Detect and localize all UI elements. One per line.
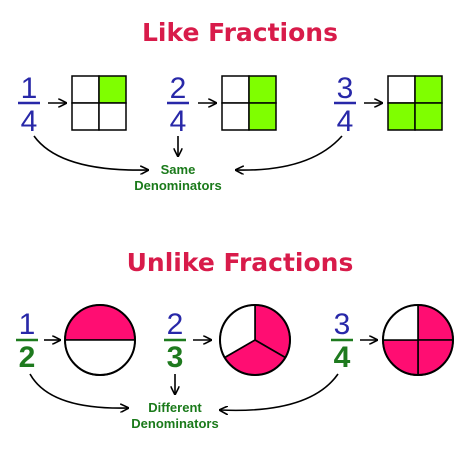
like-left-curved-arrow: [33, 135, 148, 170]
unlike-fraction-1-circle-model: [64, 304, 136, 376]
like-fraction-2-numerator: 2: [170, 72, 187, 105]
like-note-line2: Denominators: [134, 178, 221, 193]
unlike-fraction-3-denominator: 4: [334, 341, 351, 374]
square-cell-top-left: [71, 75, 100, 104]
pie-slice-shaded: [64, 304, 136, 341]
like-note-line1: Same: [161, 162, 196, 177]
unlike-fraction-3-circle-model: [382, 304, 454, 376]
like-fraction-3-numerator: 3: [337, 72, 354, 105]
unlike-fractions-title: Unlike Fractions: [127, 248, 354, 277]
unlike-right-curved-arrow: [220, 373, 339, 410]
square-cell-top-right: [414, 75, 443, 104]
square-cell-bottom-right: [248, 102, 277, 131]
like-fraction-2-square-model: [221, 75, 277, 131]
square-cell-bottom-right: [414, 102, 443, 131]
pie-slice-empty: [64, 339, 136, 376]
square-cell-top-right: [248, 75, 277, 104]
like-fraction-1: 1 4: [18, 72, 127, 138]
unlike-note-line2: Denominators: [131, 416, 218, 431]
pie-outline: [64, 304, 136, 376]
unlike-note-line1: Different: [148, 400, 202, 415]
square-cell-bottom-right: [98, 102, 127, 131]
square-cell-top-left: [221, 75, 250, 104]
like-fraction-3-square-model: [387, 75, 443, 131]
unlike-fraction-1-denominator: 2: [19, 341, 36, 374]
square-cell-top-left: [387, 75, 416, 104]
unlike-fraction-2-denominator: 3: [167, 341, 184, 374]
unlike-fraction-3-numerator: 3: [334, 308, 351, 341]
unlike-fraction-2-numerator: 2: [167, 308, 184, 341]
unlike-fraction-1: 1 2: [16, 304, 136, 376]
like-fractions-title: Like Fractions: [142, 18, 338, 47]
like-fraction-2: 2 4: [167, 72, 277, 138]
like-right-curved-arrow: [236, 135, 343, 170]
square-cell-bottom-left: [387, 102, 416, 131]
like-fraction-1-denominator: 4: [21, 105, 38, 138]
square-cell-bottom-left: [71, 102, 100, 131]
pie-outline: [382, 304, 454, 376]
square-cell-bottom-left: [221, 102, 250, 131]
unlike-fraction-3: 3 4: [331, 304, 454, 376]
like-fraction-3-denominator: 4: [337, 105, 354, 138]
like-fraction-1-square-model: [71, 75, 127, 131]
like-fraction-1-numerator: 1: [21, 72, 38, 105]
like-fraction-2-denominator: 4: [170, 105, 187, 138]
square-cell-top-right: [98, 75, 127, 104]
unlike-fraction-1-numerator: 1: [19, 308, 36, 341]
unlike-fraction-2: 2 3: [164, 304, 291, 376]
like-fraction-3: 3 4: [334, 72, 443, 138]
unlike-fraction-2-circle-model: [219, 304, 291, 376]
unlike-left-curved-arrow: [29, 373, 128, 408]
pie-outline: [219, 304, 291, 376]
